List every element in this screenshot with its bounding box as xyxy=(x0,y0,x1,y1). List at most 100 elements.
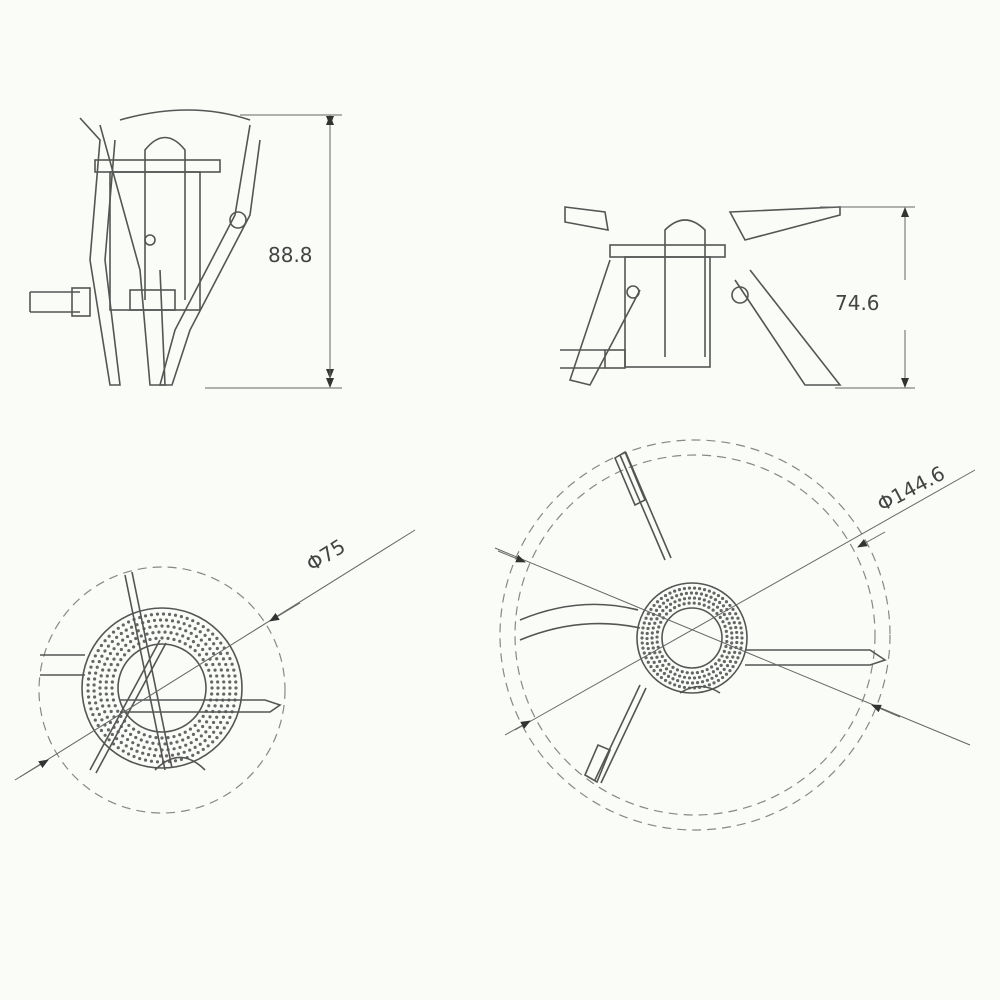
side-view-folded: 88.8 xyxy=(29,109,342,389)
burner-hole xyxy=(176,620,180,624)
burner-hole xyxy=(694,591,699,595)
burner-hole xyxy=(203,739,207,743)
burner-hole xyxy=(731,607,735,612)
burner-hole xyxy=(179,614,183,619)
burner-hole xyxy=(678,598,682,602)
burner-hole xyxy=(722,612,726,617)
burner-hole xyxy=(222,692,226,696)
burner-hole xyxy=(112,647,116,651)
burner-hole xyxy=(722,649,726,653)
burner-hole xyxy=(731,664,735,669)
burner-hole xyxy=(207,637,212,641)
burner-hole xyxy=(695,681,700,685)
burner-hole xyxy=(100,654,104,658)
burner-hole xyxy=(715,605,720,609)
burner-hole xyxy=(687,586,692,590)
burner-hole xyxy=(92,689,96,693)
burner-hole xyxy=(687,676,692,680)
burner-hole xyxy=(724,672,729,676)
burner-hole xyxy=(92,677,97,681)
burner-hole xyxy=(655,672,660,676)
burner-hole xyxy=(129,625,134,629)
burner-hole xyxy=(121,638,125,642)
burner-hole xyxy=(729,626,733,630)
burner-hole xyxy=(182,750,186,754)
burner-hole xyxy=(105,715,109,719)
burner-hole xyxy=(131,727,136,731)
burner-hole xyxy=(112,657,116,661)
burner-hole xyxy=(134,636,138,641)
burner-hole xyxy=(103,639,107,643)
burner-hole xyxy=(110,680,114,684)
burner-hole xyxy=(178,733,182,737)
burner-hole xyxy=(659,596,663,601)
burner-hole xyxy=(679,592,684,596)
burner-hole xyxy=(172,747,176,751)
burner-hole xyxy=(86,683,90,687)
burner-hole xyxy=(124,643,128,647)
burner-hole xyxy=(128,732,133,736)
burner-hole xyxy=(111,698,116,702)
burner-hole xyxy=(682,602,686,606)
burner-hole xyxy=(650,656,654,660)
burner-hole xyxy=(651,646,655,650)
burner-hole xyxy=(103,649,107,653)
burner-hole xyxy=(131,645,136,649)
burner-hole xyxy=(219,668,223,672)
burner-hole xyxy=(98,680,102,684)
burner-hole xyxy=(126,620,131,624)
burner-hole xyxy=(100,718,104,722)
burner-hole xyxy=(151,631,155,635)
burner-hole xyxy=(139,634,143,638)
burner-hole xyxy=(86,689,90,693)
burner-hole xyxy=(225,651,229,655)
burner-hole xyxy=(739,626,743,630)
burner-hole xyxy=(157,630,161,634)
burner-hole xyxy=(222,686,226,690)
burner-hole xyxy=(158,618,163,622)
burner-hole xyxy=(219,704,223,708)
burner-hole xyxy=(201,647,205,652)
burner-hole xyxy=(110,692,114,696)
burner-hole xyxy=(652,660,656,665)
burner-hole xyxy=(234,692,238,696)
burner-hole xyxy=(113,668,117,672)
burner-hole xyxy=(116,642,120,646)
burner-hole xyxy=(95,665,99,669)
burner-hole xyxy=(673,683,677,687)
burner-hole xyxy=(104,680,108,684)
burner-hole xyxy=(652,603,656,608)
burner-hole xyxy=(651,626,655,630)
burner-hole xyxy=(680,680,685,684)
burner-hole xyxy=(186,735,190,740)
burner-hole xyxy=(682,586,687,591)
burner-hole xyxy=(182,622,186,626)
burner-hole xyxy=(106,644,111,648)
burner-hole xyxy=(152,753,157,758)
burner-hole xyxy=(673,589,677,593)
burner-hole xyxy=(712,591,716,595)
burner-hole xyxy=(206,628,210,632)
burner-hole xyxy=(172,625,176,629)
burner-hole xyxy=(655,664,659,669)
burner-hole xyxy=(119,740,123,745)
burner-hole xyxy=(654,608,659,612)
burner-hole xyxy=(142,733,146,737)
burner-hole xyxy=(671,665,675,669)
burner-hole xyxy=(119,657,123,662)
burner-hole xyxy=(649,607,653,612)
burner-hole xyxy=(689,591,694,595)
burner-hole xyxy=(658,612,662,617)
burner-hole xyxy=(98,692,102,696)
burner-hole xyxy=(697,597,702,601)
burner-hole xyxy=(138,756,142,761)
burner-hole xyxy=(201,657,205,662)
burner-hole xyxy=(181,738,185,742)
burner-hole xyxy=(99,728,104,733)
burner-hole xyxy=(89,707,93,711)
burner-hole xyxy=(221,715,226,719)
burner-hole xyxy=(121,749,125,753)
burner-hole xyxy=(673,600,677,604)
burner-hole xyxy=(196,621,200,626)
burner-hole xyxy=(728,668,732,673)
